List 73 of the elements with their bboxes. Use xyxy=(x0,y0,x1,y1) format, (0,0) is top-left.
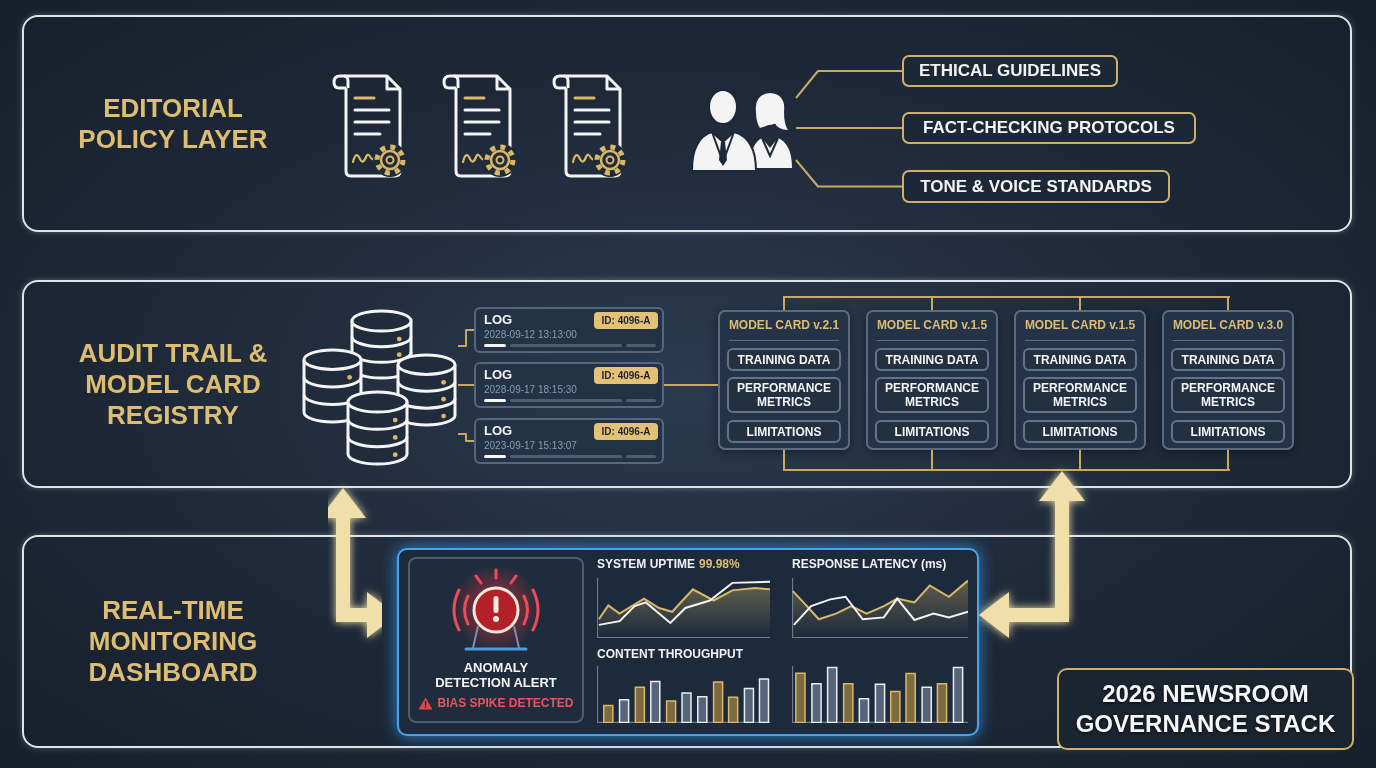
connector-line xyxy=(457,329,475,347)
card-section: LIMITATIONS xyxy=(1171,420,1285,443)
card-section: TRAINING DATA xyxy=(875,348,989,371)
card-section: PERFORMANCE METRICS xyxy=(1171,377,1285,413)
alert-message: BIAS SPIKE DETECTED xyxy=(437,696,574,710)
card-section: TRAINING DATA xyxy=(727,348,841,371)
timestamp: 2023-09-17 15:13:07 xyxy=(484,440,577,452)
timestamp: 2028-09-12 13:13:00 xyxy=(484,329,577,341)
log-title: LOG xyxy=(484,312,513,328)
model-card xyxy=(1162,310,1294,450)
card-title: MODEL CARD v.1.5 xyxy=(876,317,988,333)
connector-line xyxy=(457,433,475,442)
database-icon xyxy=(302,308,458,466)
connector-line xyxy=(1079,449,1081,470)
log-title: LOG xyxy=(484,423,513,439)
alert-title: ANOMALY DETECTION ALERT xyxy=(434,660,558,690)
id-tag: ID: 4096-A xyxy=(594,312,658,329)
card-section: LIMITATIONS xyxy=(875,420,989,443)
timestamp: 2028-09-17 18:15:30 xyxy=(484,384,577,396)
connector-line xyxy=(1227,297,1229,311)
id-tag: ID: 4096-A xyxy=(594,367,658,384)
connector-line xyxy=(783,297,785,311)
card-section: PERFORMANCE METRICS xyxy=(727,377,841,413)
policy-tag: TONE & VOICE STANDARDS xyxy=(902,170,1170,203)
arrow xyxy=(979,471,1085,638)
log-entry xyxy=(474,307,664,353)
bus-line xyxy=(783,296,1230,298)
arrow xyxy=(665,232,711,280)
title-banner: 2026 NEWSROOM GOVERNANCE STACK xyxy=(1057,668,1354,750)
log-entry xyxy=(474,418,664,464)
leader-line xyxy=(795,70,903,99)
card-title: MODEL CARD v.2.1 xyxy=(728,317,840,333)
chart-value: 99.98% xyxy=(699,557,740,572)
chart-title: CONTENT THROUGHPUT xyxy=(597,647,743,662)
card-section: PERFORMANCE METRICS xyxy=(875,377,989,413)
policy-tag: FACT-CHECKING PROTOCOLS xyxy=(902,112,1196,144)
model-card xyxy=(1014,310,1146,450)
model-card xyxy=(718,310,850,450)
dashboard-panel xyxy=(397,548,979,736)
card-title: MODEL CARD v.3.0 xyxy=(1172,317,1284,333)
card-section: TRAINING DATA xyxy=(1023,348,1137,371)
chart-title: SYSTEM UPTIME xyxy=(597,557,695,572)
connector-line xyxy=(1227,449,1229,470)
card-section: LIMITATIONS xyxy=(1023,420,1137,443)
connector-line xyxy=(457,384,475,386)
connector-line xyxy=(931,297,933,311)
id-tag: ID: 4096-A xyxy=(594,423,658,440)
layer-title: EDITORIAL POLICY LAYER xyxy=(77,92,269,155)
log-entry xyxy=(474,362,664,408)
chart-title: RESPONSE LATENCY (ms) xyxy=(792,557,947,572)
card-section: PERFORMANCE METRICS xyxy=(1023,377,1137,413)
arrow xyxy=(665,488,711,548)
alert-panel xyxy=(408,557,584,723)
connector-line xyxy=(931,449,933,470)
arrow xyxy=(320,488,397,638)
card-section: LIMITATIONS xyxy=(727,420,841,443)
card-title: MODEL CARD v.1.5 xyxy=(1024,317,1136,333)
connector-line xyxy=(783,449,785,470)
arrow xyxy=(320,232,366,280)
card-section: TRAINING DATA xyxy=(1171,348,1285,371)
layer-title: AUDIT TRAIL & MODEL CARD REGISTRY xyxy=(77,337,269,431)
log-title: LOG xyxy=(484,367,513,383)
leader-line xyxy=(795,159,903,188)
layer-title: REAL-TIME MONITORING DASHBOARD xyxy=(87,595,259,688)
bus-line xyxy=(783,469,1230,471)
layer-panel xyxy=(22,280,1352,488)
layer-panel xyxy=(22,15,1352,232)
model-card xyxy=(866,310,998,450)
connector-line xyxy=(663,384,719,386)
arrow xyxy=(1039,203,1085,296)
leader-line xyxy=(795,127,903,129)
connector-line xyxy=(1079,297,1081,311)
policy-tag: ETHICAL GUIDELINES xyxy=(902,55,1118,87)
